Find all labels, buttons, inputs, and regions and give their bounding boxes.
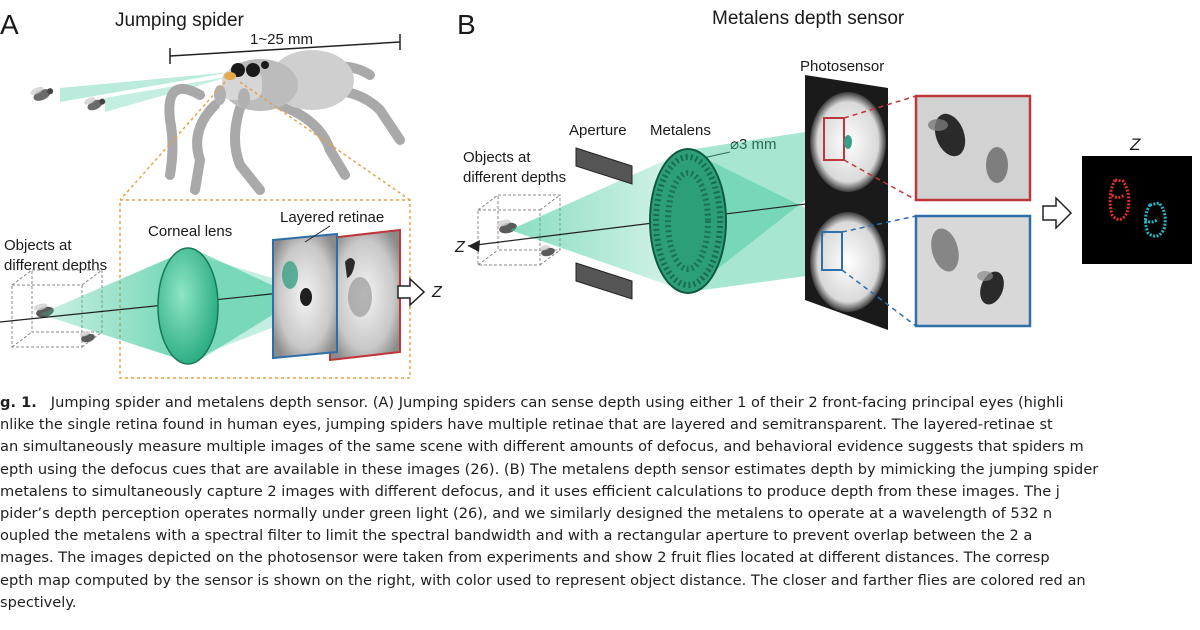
- caption-line: g. 1.Jumping spider and metalens depth s…: [0, 394, 1064, 411]
- caption-line: mages. The images depicted on the photos…: [0, 549, 1050, 567]
- zoom-image-far-focus: [914, 214, 1032, 328]
- sensor-box-top: [823, 117, 845, 161]
- figure-label: g. 1.: [0, 394, 37, 411]
- photosensor-label: Photosensor: [800, 58, 884, 75]
- scale-bar: [169, 34, 401, 64]
- caption-line: epth map computed by the sensor is shown…: [0, 571, 1086, 589]
- metalens: [649, 148, 727, 294]
- caption-line: spectively.: [0, 593, 77, 611]
- panel-b-objects-label-1: Objects at: [463, 149, 531, 166]
- caption-line: oupled the metalens with a spectral filt…: [0, 527, 1033, 545]
- panel-b-letter: B: [457, 9, 476, 40]
- light-beam: [196, 255, 345, 357]
- caption-line: epth using the defocus cues that are ava…: [0, 460, 1099, 478]
- panel-a-title: Jumping spider: [115, 10, 245, 31]
- panel-a-letter: A: [0, 9, 19, 40]
- fly-icon: [30, 86, 54, 101]
- optical-axis: [0, 289, 311, 323]
- depth-map-near-fly: [1108, 178, 1131, 221]
- panel-a-axis-label: Z: [431, 284, 443, 301]
- caption-line: nlike the single retina found in human e…: [0, 416, 1053, 434]
- panel-b-axis-label: Z: [454, 239, 466, 256]
- layered-retinae-label: Layered retinae: [280, 209, 384, 226]
- caption-line: metalens to simultaneously capture 2 ima…: [0, 482, 1060, 500]
- z-arrow-icon: [397, 277, 426, 307]
- panel-a-objects-label-2: different depths: [4, 257, 107, 274]
- metalens-label: Metalens: [650, 122, 711, 139]
- right-arrow-icon: [1042, 196, 1073, 230]
- fly-icon: [79, 330, 95, 343]
- light-beam: [40, 250, 188, 362]
- scale-bar-label: 1~25 mm: [250, 31, 313, 48]
- figure-caption: g. 1.Jumping spider and metalens depth s…: [0, 392, 1200, 630]
- fly-icon: [496, 219, 517, 234]
- panel-b-objects-label-2: different depths: [463, 169, 566, 186]
- spider-sight-beam: [60, 72, 232, 102]
- diameter-label: ⌀3 mm: [730, 136, 777, 153]
- fly-icon: [84, 97, 106, 111]
- figure-graphic: A Jumping spider 1~25 mm: [0, 8, 1192, 379]
- jumping-spider-illustration: [164, 50, 405, 195]
- panel-b-title: Metalens depth sensor: [712, 8, 905, 29]
- caption-line: an simultaneously measure multiple image…: [0, 438, 1084, 456]
- corneal-lens-label: Corneal lens: [148, 223, 232, 240]
- depth-map: [1082, 156, 1192, 264]
- zoom-image-near-focus: [914, 94, 1032, 202]
- aperture-label: Aperture: [569, 122, 627, 139]
- aperture-bottom: [575, 262, 633, 300]
- light-beam: [196, 250, 300, 362]
- corneal-lens: [157, 247, 219, 365]
- depth-map-label: Z: [1129, 135, 1141, 154]
- panel-a-objects-label-1: Objects at: [4, 237, 72, 254]
- depth-map-far-fly: [1143, 201, 1167, 238]
- sensor-box-bottom: [821, 231, 843, 271]
- fly-icon: [539, 244, 555, 257]
- zoom-connectors: [841, 95, 917, 327]
- caption-line: pider’s depth perception operates normal…: [0, 505, 1053, 523]
- z-arrow-icon: [468, 240, 480, 252]
- aperture-top: [575, 147, 633, 185]
- light-beam: [510, 150, 688, 292]
